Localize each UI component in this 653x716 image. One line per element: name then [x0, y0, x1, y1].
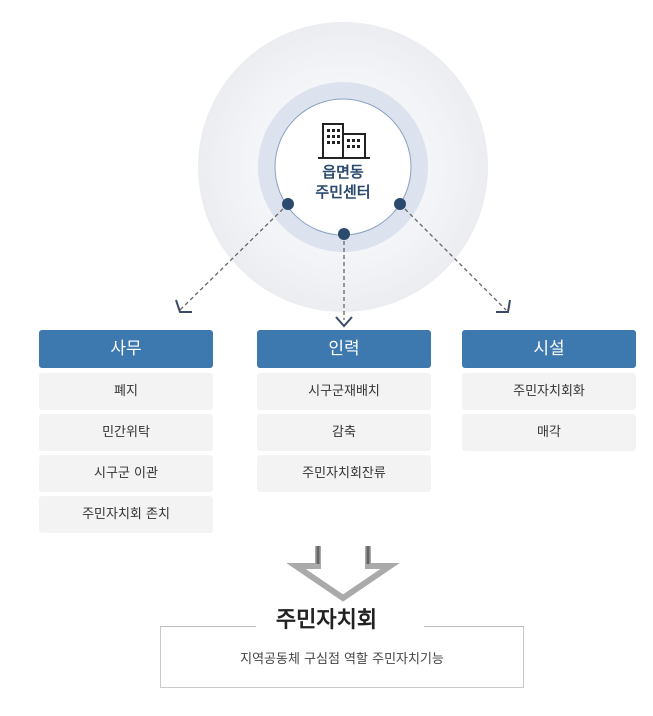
list-item: 매각 — [462, 414, 636, 451]
list-item: 주민자치회 존치 — [39, 496, 213, 533]
dot-middle — [338, 228, 350, 240]
arrowhead-right — [496, 299, 511, 313]
building-icon — [318, 123, 370, 159]
list-item: 폐지 — [39, 373, 213, 410]
result-divider-right — [424, 626, 524, 627]
dot-right — [394, 198, 406, 210]
column-header-personnel: 인력 — [257, 330, 431, 368]
list-item: 시구군재배치 — [257, 373, 431, 410]
result-box — [160, 626, 524, 688]
column-personnel: 인력 시구군재배치 감축 주민자치회잔류 — [257, 330, 431, 492]
result-description: 지역공동체 구심점 역할 주민자치기능 — [240, 652, 444, 667]
center-label-line1: 읍면동 — [322, 163, 364, 181]
list-item: 주민자치회화 — [462, 373, 636, 410]
list-item: 민간위탁 — [39, 414, 213, 451]
building-windows — [327, 129, 360, 148]
list-item: 시구군 이관 — [39, 455, 213, 492]
center-label: 읍면동 주민센터 — [283, 162, 403, 202]
list-item: 주민자치회잔류 — [257, 455, 431, 492]
dot-left — [282, 198, 294, 210]
column-header-facilities: 시설 — [462, 330, 636, 368]
arrowhead-middle — [335, 316, 353, 328]
column-header-affairs: 사무 — [39, 330, 213, 368]
connector-right — [399, 203, 507, 311]
column-facilities: 시설 주민자치회화 매각 — [462, 330, 636, 451]
arrowhead-left — [175, 299, 192, 313]
result-title: 주민자치회 — [275, 608, 378, 633]
connector-left — [179, 203, 289, 311]
column-affairs: 사무 폐지 민간위탁 시구군 이관 주민자치회 존치 — [39, 330, 213, 533]
list-item: 감축 — [257, 414, 431, 451]
center-label-line2: 주민센터 — [315, 183, 371, 201]
merge-arrow — [286, 546, 400, 602]
result-divider-left — [160, 626, 256, 627]
